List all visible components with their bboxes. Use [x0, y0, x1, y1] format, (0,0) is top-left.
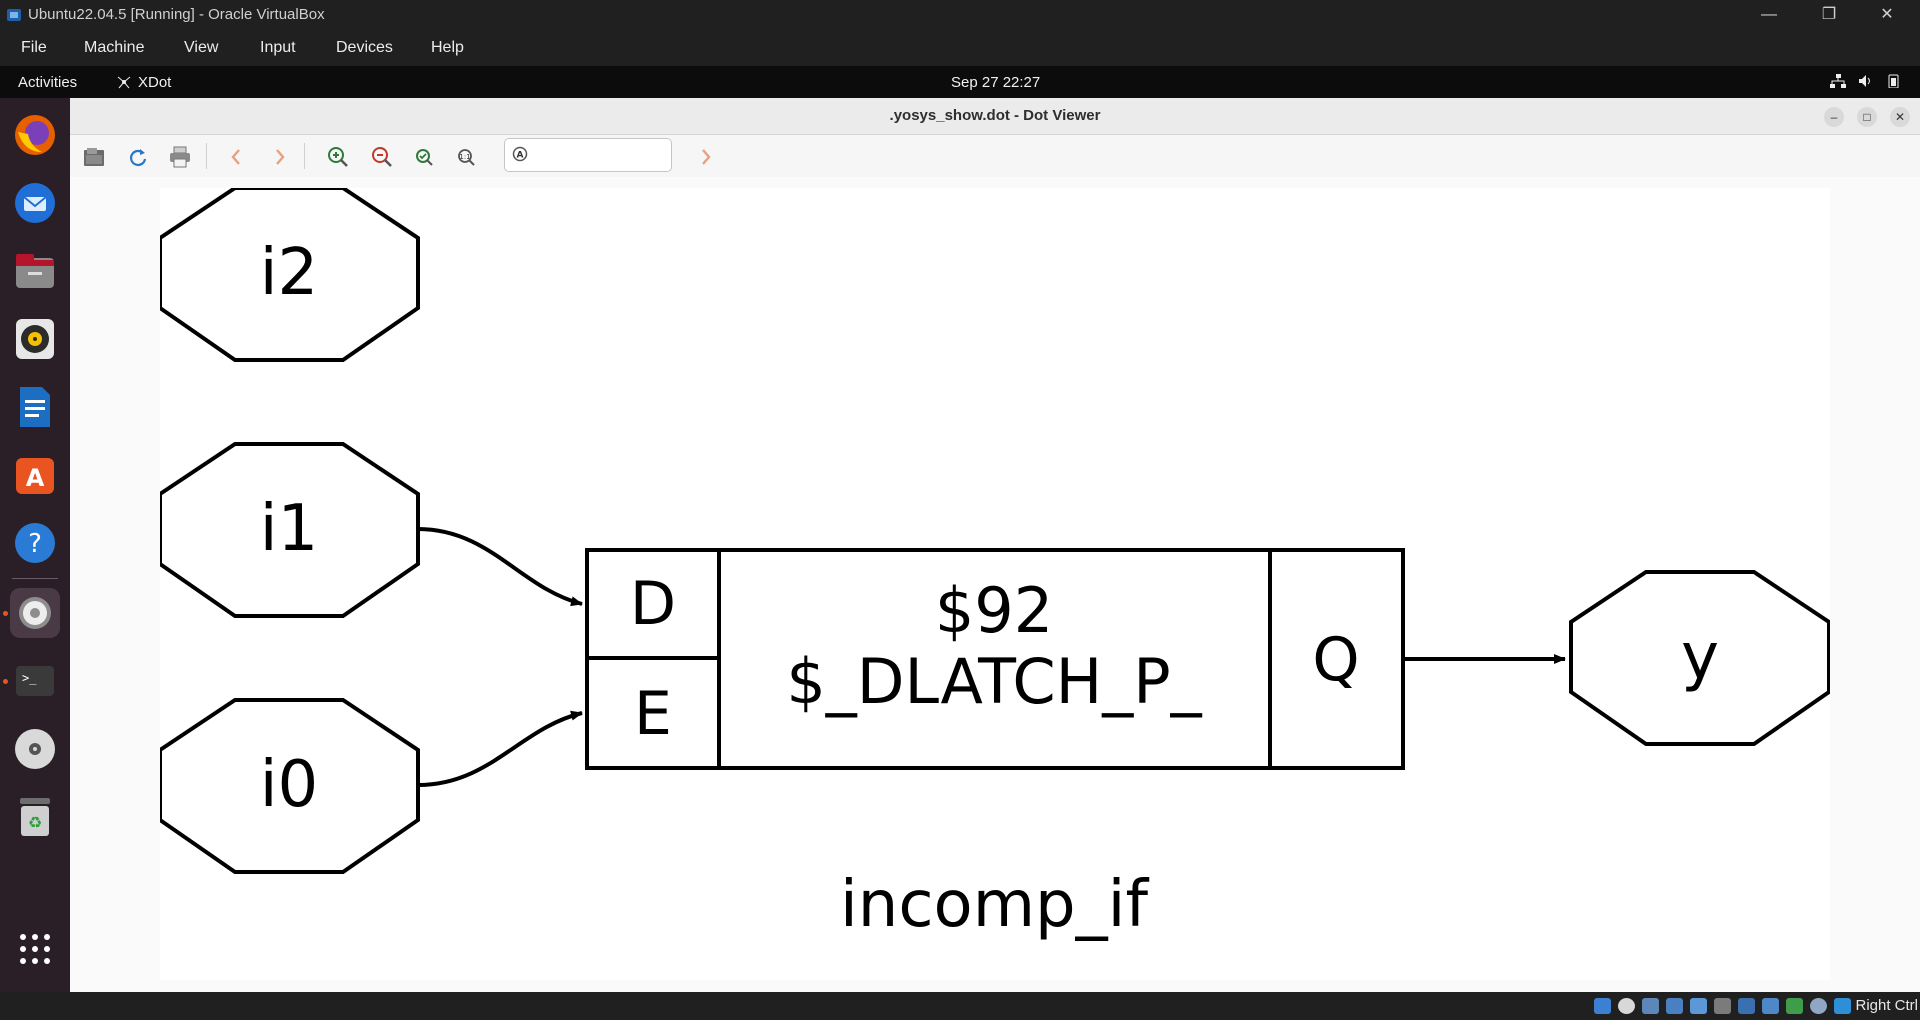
hdd-status-icon[interactable]	[1594, 998, 1611, 1014]
help-icon[interactable]: ?	[10, 518, 60, 568]
volume-icon[interactable]	[1858, 74, 1874, 92]
node-y[interactable]: y	[1569, 570, 1831, 746]
virtualbox-statusbar: Right Ctrl	[0, 992, 1920, 1020]
toolbar-separator	[304, 143, 305, 169]
files-icon[interactable]	[10, 246, 60, 296]
settings-icon[interactable]	[10, 588, 60, 638]
find-input[interactable]: A	[504, 138, 672, 172]
cell-dlatch[interactable]: D E $92 $_DLATCH_P_ Q	[585, 548, 1405, 770]
node-i0-label: i0	[260, 748, 319, 822]
svg-text:A: A	[26, 464, 45, 492]
node-i1-label: i1	[260, 492, 319, 566]
svg-text:A: A	[517, 151, 524, 161]
gnome-topbar: Activities XDot Sep 27 22:27	[0, 66, 1920, 98]
app-menu-label[interactable]: XDot	[138, 74, 172, 91]
cell-id-label: $92	[935, 574, 1053, 647]
virtualbox-menubar: File Machine View Input Devices Help	[0, 30, 1920, 66]
node-i2[interactable]: i2	[158, 186, 420, 362]
writer-icon[interactable]	[10, 382, 60, 432]
dvd-icon[interactable]	[10, 724, 60, 774]
virtualbox-icon	[6, 7, 22, 23]
close-button[interactable]: ✕	[1880, 6, 1894, 23]
module-label: incomp_if	[840, 868, 1149, 942]
port-e-label: E	[634, 679, 672, 749]
keyboard-capture-icon[interactable]	[1834, 998, 1851, 1014]
print-icon[interactable]	[166, 143, 194, 171]
mouse-integration-icon[interactable]	[1810, 998, 1827, 1014]
thunderbird-icon[interactable]	[10, 178, 60, 228]
ubuntu-dock: A ? >_ ♻	[0, 98, 70, 992]
virtualbox-title: Ubuntu22.04.5 [Running] - Oracle Virtual…	[28, 6, 325, 23]
window-maximize-button[interactable]: □	[1857, 107, 1877, 127]
node-i1[interactable]: i1	[158, 442, 420, 618]
node-y-label: y	[1681, 620, 1719, 694]
svg-text:>_: >_	[22, 671, 37, 685]
svg-text:♻: ♻	[28, 813, 42, 832]
recording-status-icon[interactable]	[1762, 998, 1779, 1014]
restore-button[interactable]: ❐	[1821, 6, 1837, 23]
window-title: .yosys_show.dot - Dot Viewer	[889, 107, 1101, 124]
firefox-icon[interactable]	[10, 110, 60, 160]
rhythmbox-icon[interactable]	[10, 314, 60, 364]
host-key-label: Right Ctrl	[1855, 997, 1918, 1014]
window-close-button[interactable]: ✕	[1890, 107, 1910, 127]
zoom-in-icon[interactable]	[324, 143, 352, 171]
zoom-out-icon[interactable]	[368, 143, 396, 171]
node-i2-label: i2	[260, 236, 319, 310]
graph-canvas[interactable]: i2 i1 i0 D E $92	[70, 177, 1920, 992]
dot-viewer-toolbar: 1:1 A	[70, 135, 1920, 177]
audio-status-icon[interactable]	[1642, 998, 1659, 1014]
cell-type-label: $_DLATCH_P_	[786, 645, 1202, 718]
port-d-label: D	[630, 569, 676, 639]
display-status-icon[interactable]	[1738, 998, 1755, 1014]
network-status-icon[interactable]	[1666, 998, 1683, 1014]
network-icon[interactable]	[1830, 74, 1846, 92]
menu-devices[interactable]: Devices	[336, 39, 393, 56]
node-i0[interactable]: i0	[158, 698, 420, 874]
vt-status-icon[interactable]	[1786, 998, 1803, 1014]
optical-status-icon[interactable]	[1618, 998, 1635, 1014]
running-indicator	[3, 679, 8, 684]
battery-icon[interactable]	[1886, 74, 1902, 92]
menu-machine[interactable]: Machine	[84, 39, 145, 56]
port-q-label: Q	[1312, 625, 1359, 695]
zoom-fit-icon[interactable]	[410, 143, 438, 171]
xdot-app-icon	[116, 75, 132, 93]
graph-page: i2 i1 i0 D E $92	[158, 186, 1831, 980]
clock[interactable]: Sep 27 22:27	[951, 74, 1041, 91]
open-file-icon[interactable]	[80, 143, 108, 171]
edge-i0-to-e	[417, 710, 583, 787]
dock-separator	[12, 578, 58, 579]
show-apps-icon[interactable]	[10, 924, 60, 974]
dot-graph[interactable]: i2 i1 i0 D E $92	[158, 186, 1831, 980]
menu-file[interactable]: File	[21, 39, 47, 56]
menu-input[interactable]: Input	[260, 39, 296, 56]
menu-view[interactable]: View	[184, 39, 219, 56]
trash-icon[interactable]: ♻	[10, 792, 60, 842]
forward-icon[interactable]	[266, 143, 294, 171]
dot-viewer-titlebar: .yosys_show.dot - Dot Viewer – □ ✕	[70, 98, 1920, 135]
terminal-icon[interactable]: >_	[10, 656, 60, 706]
back-icon[interactable]	[222, 143, 250, 171]
search-icon: A	[512, 146, 528, 167]
zoom-100-icon[interactable]: 1:1	[452, 143, 480, 171]
virtualbox-titlebar: Ubuntu22.04.5 [Running] - Oracle Virtual…	[0, 0, 1920, 30]
window-minimize-button[interactable]: –	[1824, 107, 1844, 127]
app-center-icon[interactable]: A	[10, 450, 60, 500]
find-next-icon[interactable]	[692, 143, 720, 171]
shared-folders-icon[interactable]	[1714, 998, 1731, 1014]
toolbar-separator	[206, 143, 207, 169]
svg-text:?: ?	[28, 529, 42, 559]
minimize-button[interactable]: —	[1761, 6, 1777, 23]
usb-status-icon[interactable]	[1690, 998, 1707, 1014]
running-indicator	[3, 611, 8, 616]
reload-icon[interactable]	[124, 143, 152, 171]
menu-help[interactable]: Help	[431, 39, 464, 56]
activities-button[interactable]: Activities	[18, 74, 78, 91]
svg-text:1:1: 1:1	[459, 153, 470, 161]
edge-i1-to-d	[417, 527, 583, 607]
